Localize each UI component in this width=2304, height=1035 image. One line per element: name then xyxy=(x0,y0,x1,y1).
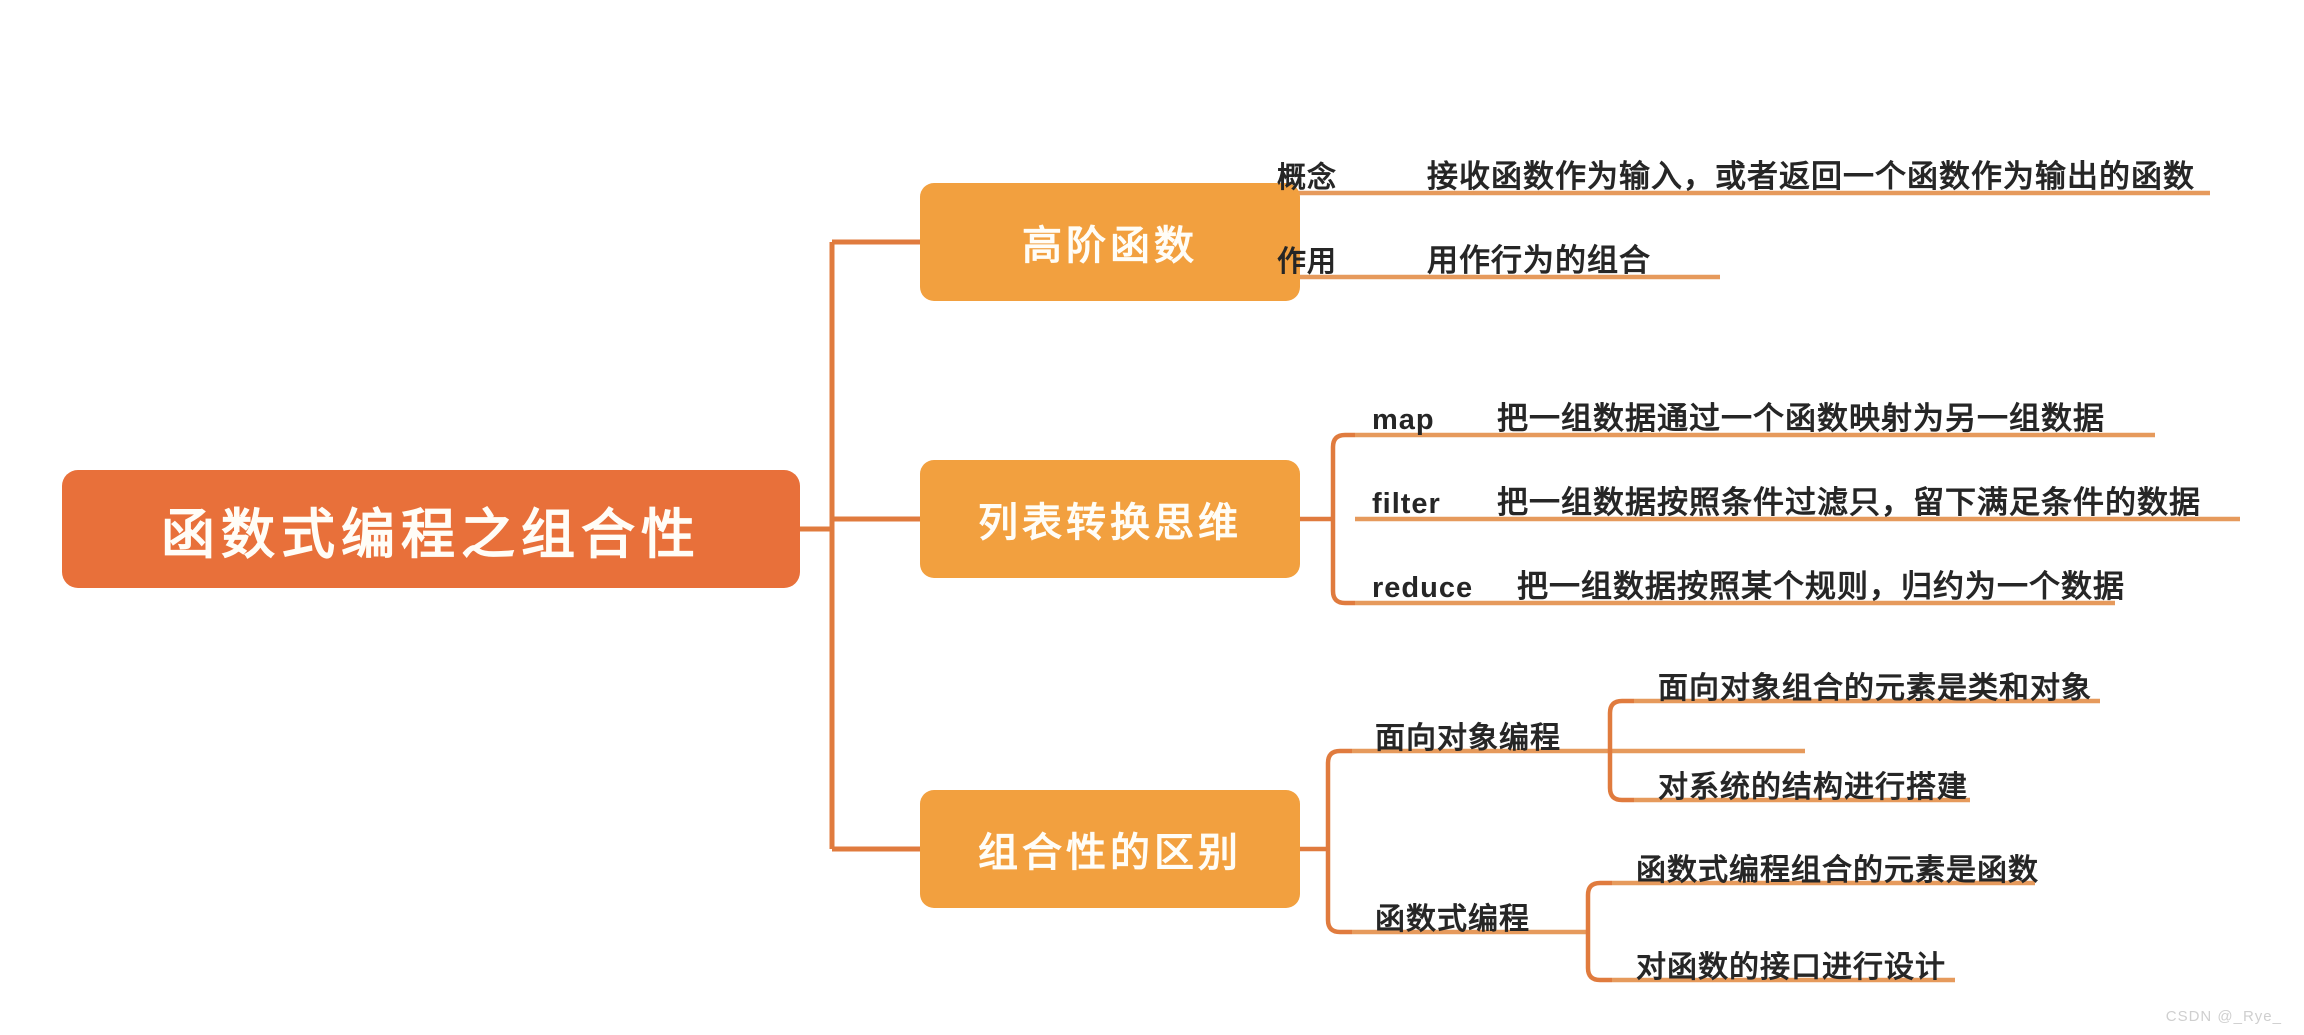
leaf-key: reduce xyxy=(1372,572,1474,604)
wire-b3g1-down xyxy=(1585,932,1612,983)
detail-text[interactable]: 对函数的接口进行设计 xyxy=(1636,951,1946,984)
wire-b2-up xyxy=(1330,432,1355,519)
wire-b3g0-up xyxy=(1607,698,1634,751)
branch-node-label: 组合性的区别 xyxy=(978,831,1242,875)
branch-node-list-transform[interactable]: 列表转换思维 xyxy=(920,460,1300,578)
wire-b3g0-down xyxy=(1607,751,1634,803)
subgroup-label-oop[interactable]: 面向对象编程 xyxy=(1375,722,1561,755)
leaf-row[interactable]: reduce 把一组数据按照某个规则，归约为一个数据 xyxy=(1372,561,2125,606)
leaf-value: 把一组数据按照条件过滤只，留下满足条件的数据 xyxy=(1497,485,2201,520)
leaf-value: 把一组数据通过一个函数映射为另一组数据 xyxy=(1497,401,2105,436)
branch-node-label: 高阶函数 xyxy=(1022,224,1198,268)
root-node-label: 函数式编程之组合性 xyxy=(161,504,701,565)
leaf-key: filter xyxy=(1372,488,1441,520)
leaf-row[interactable]: filter 把一组数据按照条件过滤只，留下满足条件的数据 xyxy=(1372,477,2201,522)
wire-b3-up xyxy=(1325,748,1352,849)
wire-b2-down xyxy=(1330,519,1355,606)
wire-b3g1-up xyxy=(1585,880,1612,932)
branch-node-label: 列表转换思维 xyxy=(978,501,1242,545)
leaf-value: 接收函数作为输入，或者返回一个函数作为输出的函数 xyxy=(1427,159,2195,194)
detail-text[interactable]: 对系统的结构进行搭建 xyxy=(1658,771,1968,804)
root-node[interactable]: 函数式编程之组合性 xyxy=(62,470,800,588)
leaf-row[interactable]: 作用 用作行为的组合 xyxy=(1277,235,1651,280)
detail-text[interactable]: 面向对象组合的元素是类和对象 xyxy=(1658,672,2092,705)
branch-node-composability-difference[interactable]: 组合性的区别 xyxy=(920,790,1300,908)
wire-b3-down xyxy=(1325,849,1352,935)
watermark: CSDN @_Rye_ xyxy=(2165,1008,2282,1025)
leaf-key: 作用 xyxy=(1277,246,1338,278)
leaf-key: 概念 xyxy=(1277,162,1338,194)
leaf-value: 把一组数据按照某个规则，归约为一个数据 xyxy=(1517,569,2125,604)
leaf-value: 用作行为的组合 xyxy=(1427,243,1651,278)
subgroup-label-fp[interactable]: 函数式编程 xyxy=(1375,903,1530,936)
leaf-row[interactable]: map 把一组数据通过一个函数映射为另一组数据 xyxy=(1372,393,2105,438)
leaf-key: map xyxy=(1372,404,1435,436)
leaf-row[interactable]: 概念 接收函数作为输入，或者返回一个函数作为输出的函数 xyxy=(1277,151,2195,196)
branch-node-high-order-function[interactable]: 高阶函数 xyxy=(920,183,1300,301)
detail-text[interactable]: 函数式编程组合的元素是函数 xyxy=(1636,854,2039,887)
